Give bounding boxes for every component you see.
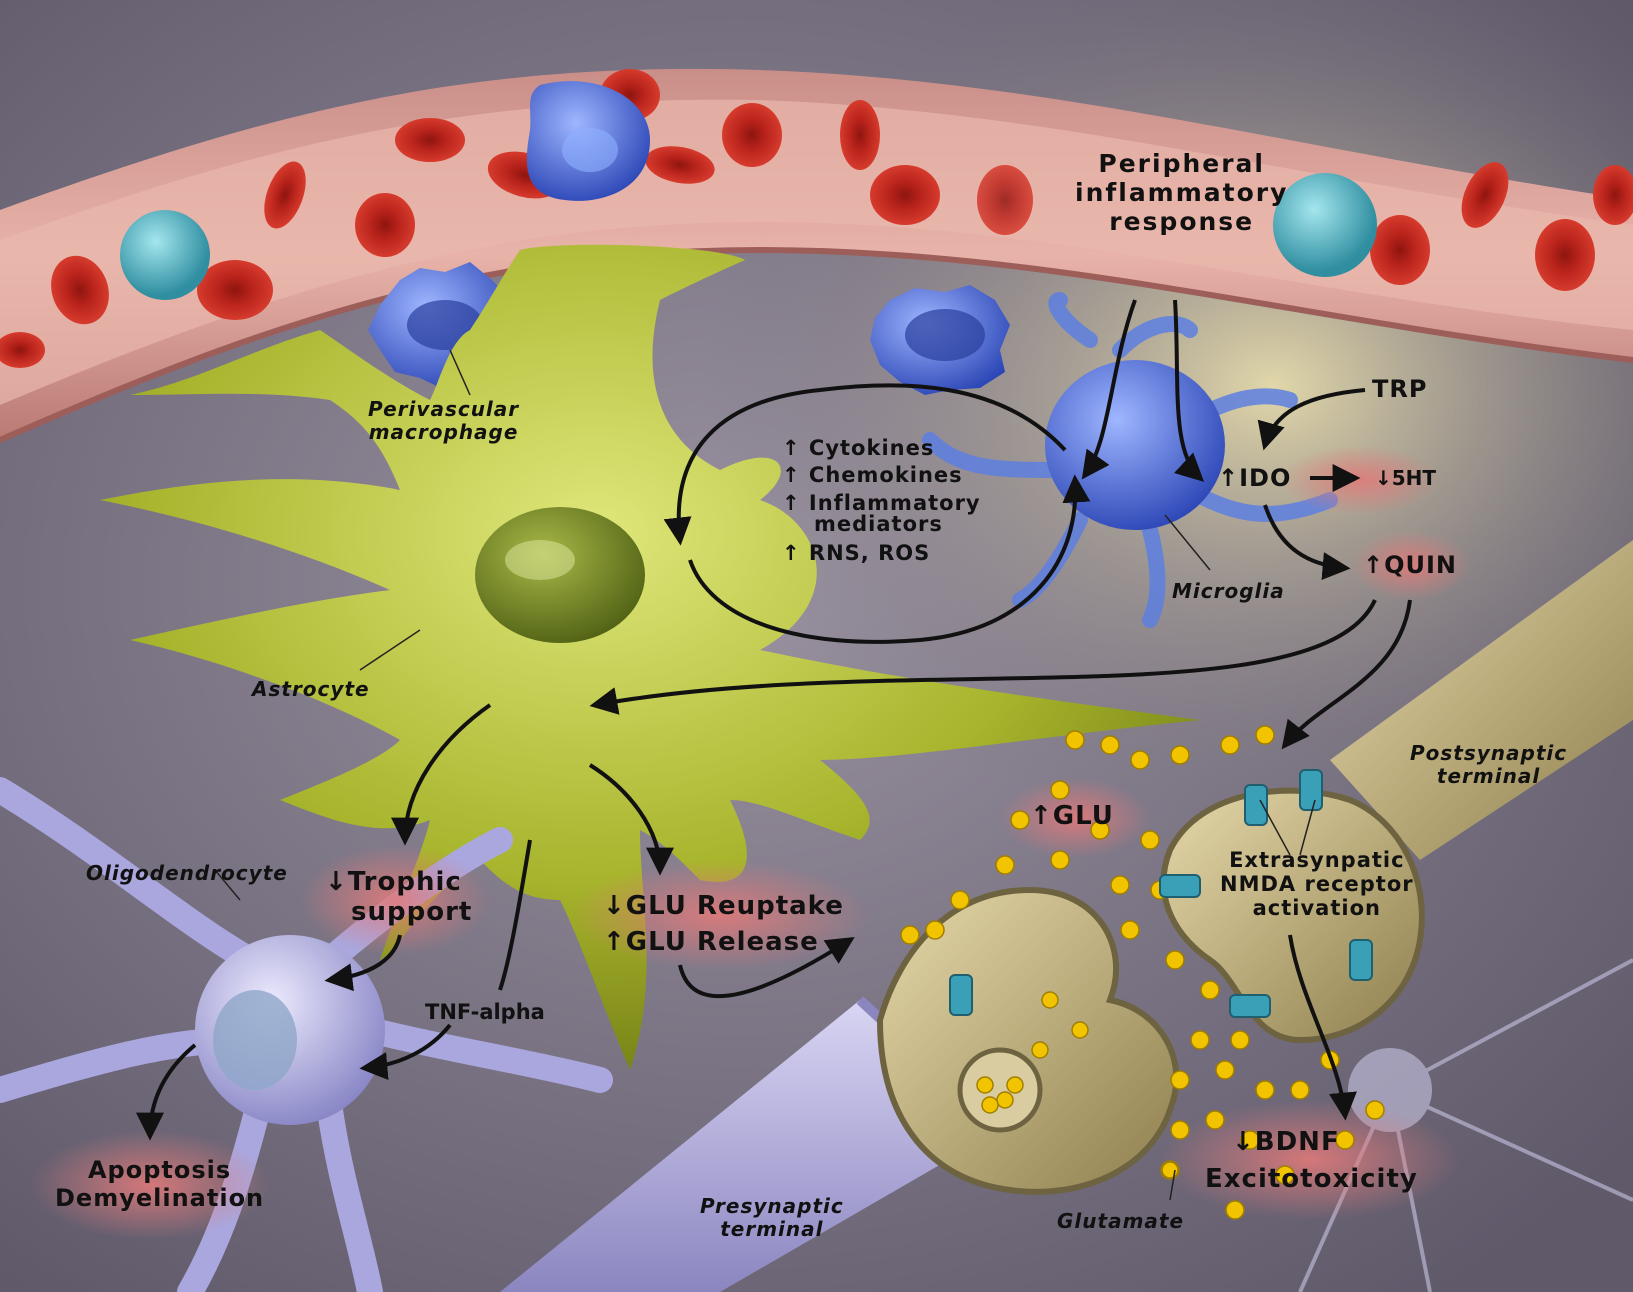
nmda-receptors (949, 769, 1373, 1018)
peripheral-label: Peripheral inflammatory response (1075, 149, 1289, 236)
nmda-line-2: NMDA receptor (1220, 872, 1414, 897)
peripheral-line-1: Peripheral (1098, 149, 1265, 178)
pathway-arrows (136, 299, 1412, 1141)
perivascular-line-1: Perivascular (368, 397, 520, 421)
trp-label: TRP (1372, 375, 1428, 403)
presynaptic-line-1: Presynaptic (700, 1194, 844, 1218)
nmda-line-1: Extrasynpatic (1229, 848, 1405, 872)
peripheral-line-3: response (1109, 206, 1255, 236)
apoptosis-line-1: Apoptosis (87, 1156, 232, 1184)
oligodendrocyte-label: Oligodendrocyte (86, 861, 288, 885)
postsynaptic-axon (1330, 540, 1633, 860)
perivascular-line-2: macrophage (368, 420, 519, 444)
quin-label: ↑QUIN (1363, 551, 1458, 579)
5ht-label: ↓5HT (1375, 466, 1437, 490)
glu-up-label: ↑GLU (1030, 801, 1114, 831)
perivascular-label: Perivascular macrophage (368, 398, 519, 444)
astrocyte-cell (100, 244, 1200, 1070)
trophic-line-2: support (351, 896, 473, 927)
mediator-mediators: mediators (814, 511, 943, 536)
mediator-chemokines: ↑ Chemokines (782, 463, 963, 488)
postsynaptic-line-1: Postsynaptic (1410, 741, 1568, 765)
apoptosis-label: Apoptosis Demyelination (55, 1156, 265, 1212)
postsynaptic-label: Postsynaptic terminal (1410, 742, 1567, 788)
mediators-list: ↑ Cytokines ↑ Chemokines ↑ Inflammatory … (782, 435, 981, 567)
mediator-cytokines: ↑ Cytokines (782, 436, 935, 460)
ido-label: ↑IDO (1218, 464, 1292, 492)
presynaptic-line-2: terminal (720, 1217, 824, 1241)
bdnf-label: ↓BDNF (1232, 1127, 1340, 1157)
blood-vessel (0, 68, 1633, 443)
glutamate-label: Glutamate (1057, 1209, 1185, 1233)
trophic-label: ↓Trophic support (325, 867, 473, 928)
mediator-inflammatory: ↑ Inflammatory (782, 490, 981, 515)
glu-reuptake-label: ↓GLU Reuptake (603, 891, 844, 921)
nmda-label: Extrasynpatic NMDA receptor activation (1220, 848, 1414, 920)
trophic-line-1: ↓Trophic (325, 867, 462, 897)
red-blood-cells (0, 69, 1633, 368)
leukocytes (120, 81, 1377, 300)
glu-release-label: ↑GLU Release (603, 927, 819, 957)
apoptosis-line-2: Demyelination (55, 1183, 265, 1212)
postsynaptic-line-2: terminal (1436, 764, 1541, 788)
mediator-rns-ros: ↑ RNS, ROS (782, 541, 931, 566)
microglia-label: Microglia (1172, 579, 1285, 603)
tnf-alpha-label: TNF-alpha (425, 1000, 545, 1024)
leader-lines (214, 349, 1316, 1201)
presynaptic-terminal-shape (876, 886, 1180, 1195)
peripheral-line-2: inflammatory (1075, 177, 1289, 207)
excitotoxicity-label: Excitotoxicity (1205, 1164, 1418, 1194)
presynaptic-label: Presynaptic terminal (700, 1195, 844, 1241)
astrocyte-label: Astrocyte (252, 677, 370, 701)
nmda-line-3: activation (1252, 896, 1381, 921)
highlight-glows (30, 445, 1470, 1240)
